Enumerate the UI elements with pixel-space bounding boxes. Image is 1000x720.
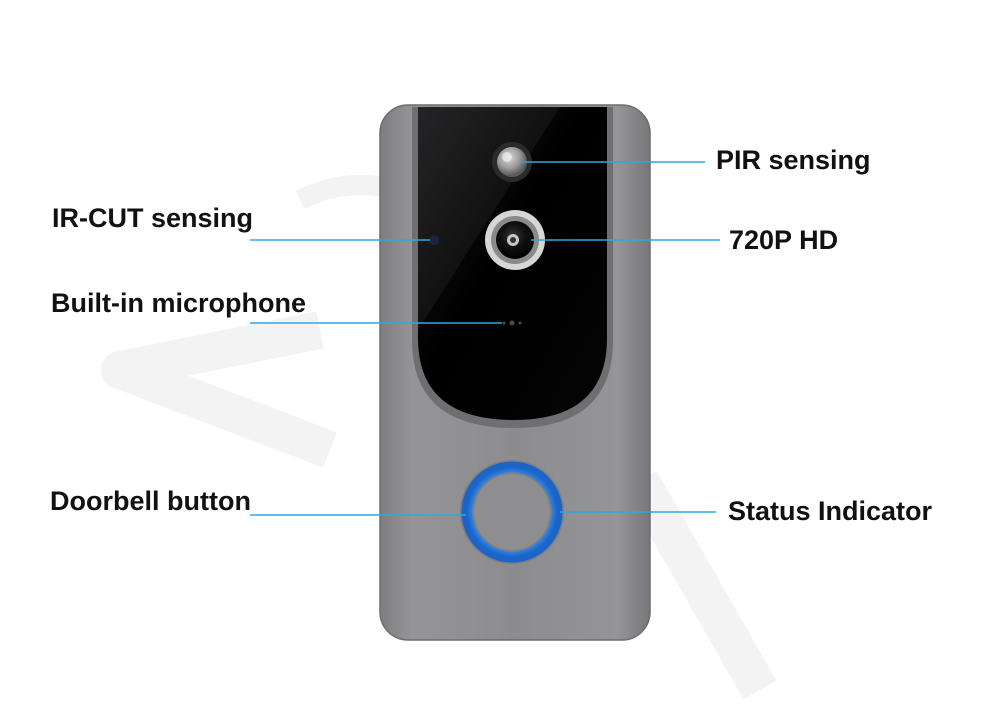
microphone-icon	[502, 320, 522, 326]
ircut-sensor-icon	[429, 235, 439, 245]
label-doorbell-button: Doorbell button	[50, 486, 251, 516]
doorbell-button[interactable]	[460, 460, 564, 564]
label-ircut-sensing: IR-CUT sensing	[52, 203, 254, 233]
label-pir-sensing: PIR sensing	[716, 145, 871, 175]
pir-sensor-icon	[492, 142, 532, 182]
leader-lines	[250, 161, 720, 516]
label-built-in-microphone: Built-in microphone	[51, 288, 306, 318]
label-720p-hd: 720P HD	[729, 225, 839, 255]
label-status-indicator: Status Indicator	[728, 496, 933, 526]
status-indicator-ring	[461, 461, 563, 563]
doorbell-device	[379, 104, 651, 641]
camera-lens-icon	[485, 210, 545, 270]
